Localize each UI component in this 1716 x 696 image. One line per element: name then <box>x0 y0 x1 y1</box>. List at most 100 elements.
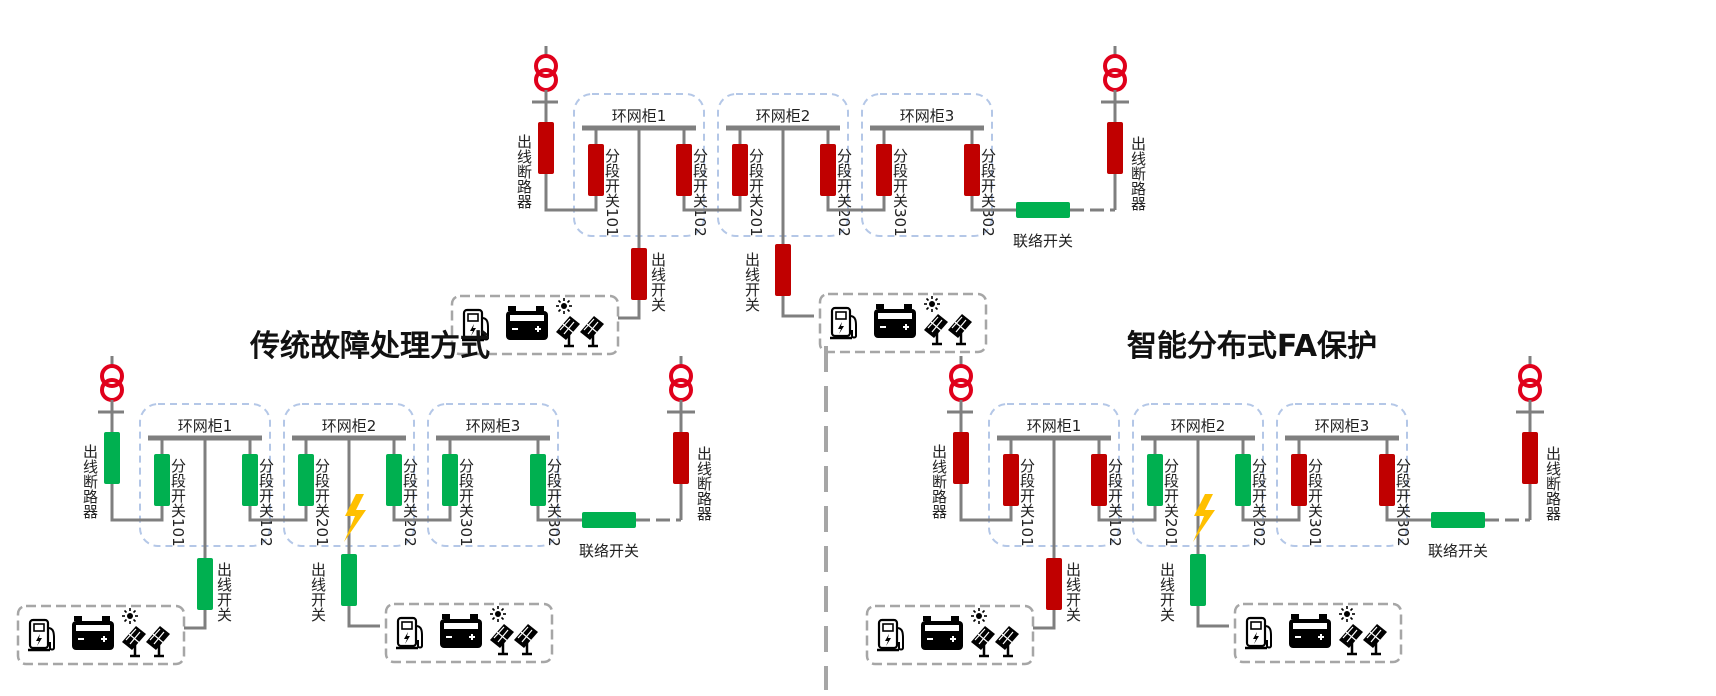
load-group <box>16 604 186 666</box>
sectional-switch-101 <box>1003 454 1019 506</box>
switch-label: 分段开关102 <box>257 458 275 547</box>
switch-label: 分段开关302 <box>1394 458 1412 547</box>
sectional-switch-101 <box>154 454 170 506</box>
transformer-icon <box>949 354 973 414</box>
connector-line <box>110 484 164 522</box>
sectional-switch-201 <box>1147 454 1163 506</box>
breaker-label: 出线断路器 <box>930 444 948 519</box>
sectional-switch-202 <box>1235 454 1251 506</box>
cabinet-label: 环网柜3 <box>1315 417 1370 435</box>
load-group <box>1233 602 1403 664</box>
switch-label: 分段开关101 <box>603 148 621 237</box>
sectional-switch-302 <box>964 144 980 196</box>
charging-station-icon <box>394 616 424 650</box>
switch-label: 分段开关301 <box>1306 458 1324 547</box>
solar-panel-icon <box>512 622 540 656</box>
outgoing-switch-2 <box>775 244 791 296</box>
outgoing-switch-label: 出线开关 <box>309 562 327 622</box>
tie-switch <box>1016 202 1070 218</box>
outgoing-switch-1 <box>631 248 647 300</box>
outgoing-breaker-right <box>1522 432 1538 484</box>
lightning-fault-icon <box>344 494 366 542</box>
battery-icon <box>1288 613 1332 649</box>
outgoing-switch-1 <box>1046 558 1062 610</box>
charging-station-icon <box>1243 616 1273 650</box>
ring-main-unit-3 <box>1276 403 1408 547</box>
solar-panel-icon <box>554 314 582 348</box>
load-group <box>384 602 554 664</box>
outgoing-breaker-right <box>673 432 689 484</box>
sun-icon <box>1338 605 1356 623</box>
outgoing-breaker-right <box>1107 122 1123 174</box>
cabinet-label: 环网柜3 <box>466 417 521 435</box>
ring-main-unit-3 <box>861 93 993 237</box>
connector-line <box>1196 606 1229 628</box>
connector-line <box>970 196 1016 212</box>
sectional-switch-202 <box>386 454 402 506</box>
sectional-switch-301 <box>876 144 892 196</box>
switch-label: 分段开关201 <box>1162 458 1180 547</box>
switch-label: 分段开关301 <box>891 148 909 237</box>
outgoing-breaker-left <box>538 122 554 174</box>
charging-station-icon <box>26 618 56 652</box>
breaker-label: 出线断路器 <box>695 446 713 521</box>
switch-label: 分段开关202 <box>1250 458 1268 547</box>
solar-panel-icon <box>946 312 974 346</box>
connector-line <box>682 196 742 212</box>
connector-line <box>544 174 598 212</box>
cabinet-label: 环网柜3 <box>900 107 955 125</box>
title-smart: 智能分布式FA保护 <box>1127 329 1377 364</box>
cabinet-label: 环网柜1 <box>612 107 667 125</box>
outgoing-switch-label: 出线开关 <box>215 562 233 622</box>
switch-label: 分段开关102 <box>691 148 709 237</box>
outgoing-switch-label: 出线开关 <box>1158 562 1176 622</box>
tie-label: 联络开关 <box>579 542 639 560</box>
transformer-icon <box>100 354 124 414</box>
outgoing-breaker-left <box>104 432 120 484</box>
battery-icon <box>71 615 115 651</box>
battery-icon <box>439 613 483 649</box>
sun-icon <box>970 607 988 625</box>
outgoing-switch-2 <box>341 554 357 606</box>
sectional-switch-301 <box>1291 454 1307 506</box>
breaker-label: 出线断路器 <box>515 134 533 209</box>
sectional-switch-102 <box>242 454 258 506</box>
switch-label: 分段开关302 <box>979 148 997 237</box>
connector-line <box>347 606 380 628</box>
switch-label: 分段开关202 <box>401 458 419 547</box>
switch-label: 分段开关201 <box>313 458 331 547</box>
connector-line <box>1033 610 1056 630</box>
solar-panel-icon <box>993 624 1021 658</box>
sectional-switch-101 <box>588 144 604 196</box>
cabinet-label: 环网柜1 <box>178 417 233 435</box>
sectional-switch-302 <box>1379 454 1395 506</box>
cabinet-label: 环网柜2 <box>756 107 811 125</box>
breaker-label: 出线断路器 <box>1544 446 1562 521</box>
connector-line <box>959 484 1013 522</box>
outgoing-switch-label: 出线开关 <box>1064 562 1082 622</box>
switch-label: 分段开关101 <box>169 458 187 547</box>
transformer-icon <box>534 44 558 104</box>
transformer-icon <box>1518 354 1542 414</box>
connector-line <box>248 506 308 522</box>
load-group <box>818 292 988 354</box>
switch-label: 分段开关302 <box>545 458 563 547</box>
breaker-label: 出线断路器 <box>1129 136 1147 211</box>
title-traditional: 传统故障处理方式 <box>249 329 490 364</box>
sectional-switch-201 <box>732 144 748 196</box>
charging-station-icon <box>828 306 858 340</box>
connector-line <box>392 506 452 522</box>
charging-station-icon <box>875 618 905 652</box>
outgoing-switch-2 <box>1190 554 1206 606</box>
solar-panel-icon <box>969 624 997 658</box>
sun-icon <box>923 295 941 313</box>
tie-label: 联络开关 <box>1013 232 1073 250</box>
tie-label: 联络开关 <box>1428 542 1488 560</box>
sun-icon <box>489 605 507 623</box>
battery-icon <box>873 303 917 339</box>
battery-icon <box>505 305 549 341</box>
outgoing-switch-label: 出线开关 <box>649 252 667 312</box>
cabinet-label: 环网柜1 <box>1027 417 1082 435</box>
